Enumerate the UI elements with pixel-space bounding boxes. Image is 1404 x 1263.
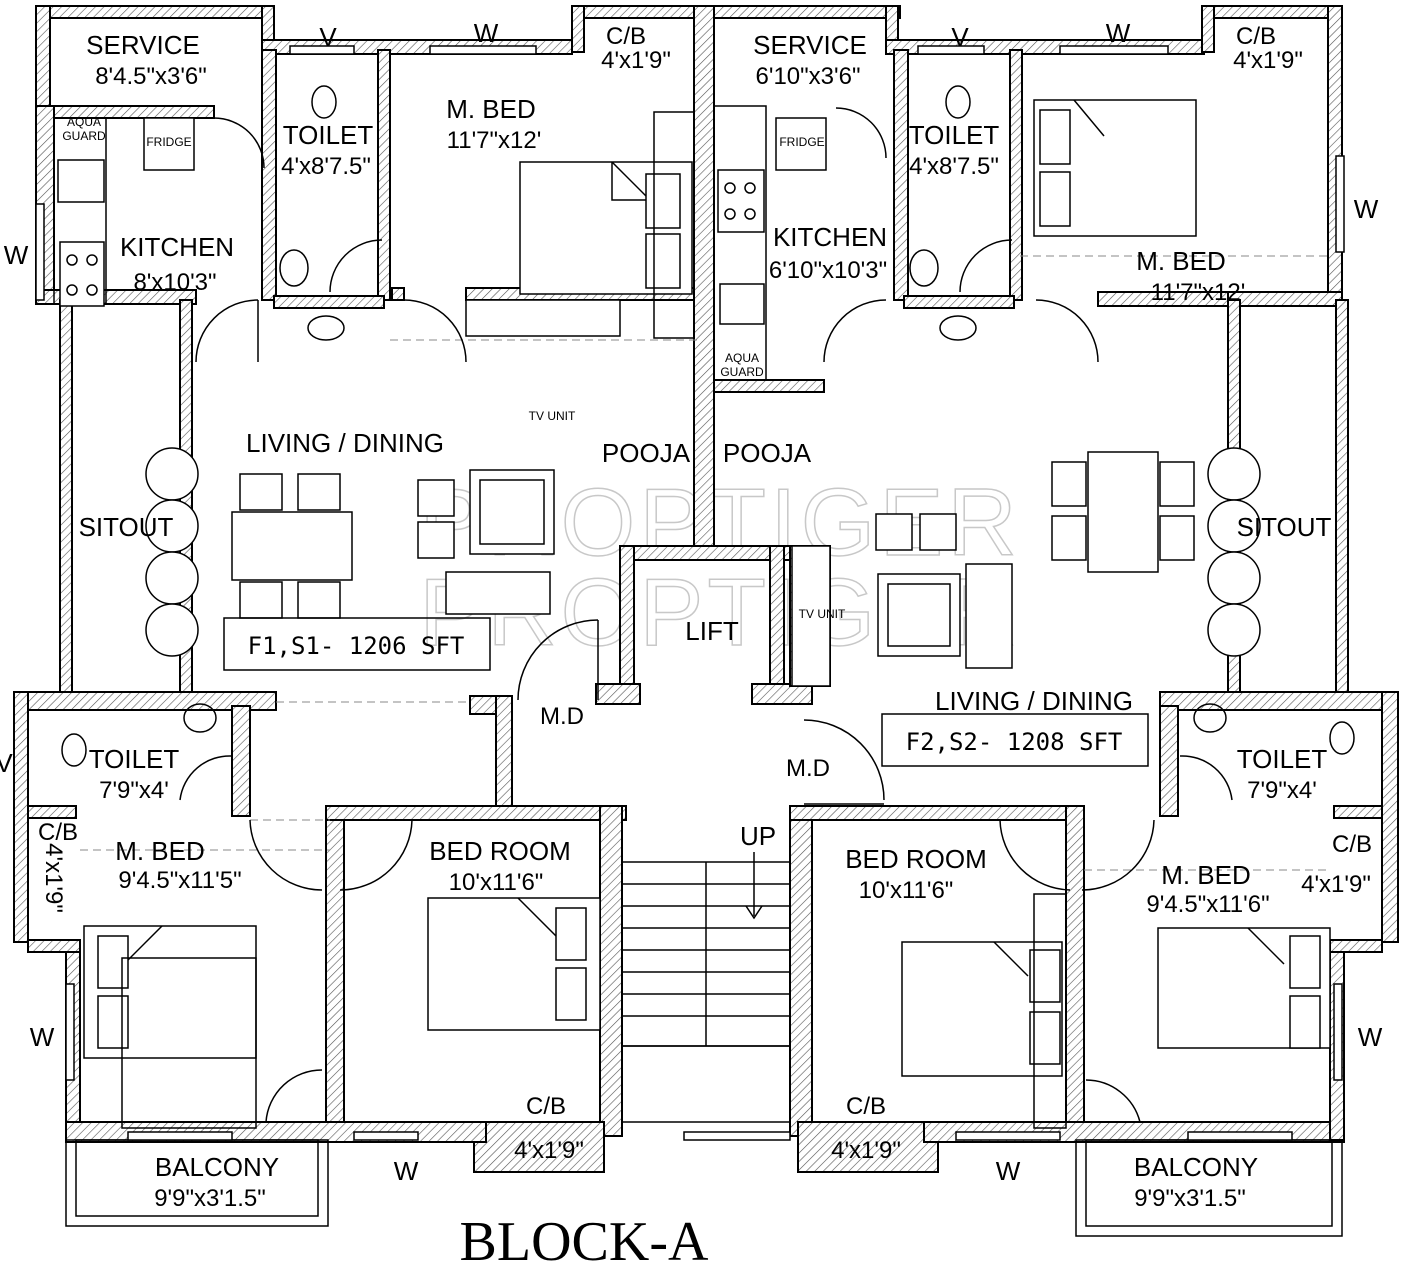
- main-door-label: M.D: [786, 755, 830, 782]
- furniture-living: [231, 299, 1195, 687]
- block-title: BLOCK-A: [460, 1211, 709, 1263]
- cb-bottom-dim: 4'x1'9": [514, 1137, 584, 1164]
- service-dim: 8'4.5"x3'6": [95, 63, 207, 90]
- service-label: SERVICE: [753, 30, 867, 60]
- cb-top-label: C/B: [606, 23, 646, 50]
- service-label: SERVICE: [86, 30, 200, 60]
- window-marker: W: [474, 18, 499, 48]
- staircase: [621, 852, 791, 1123]
- living-label: LIVING / DINING: [246, 428, 444, 458]
- living-label: LIVING / DINING: [935, 686, 1133, 716]
- toilet-top-dim: 4'x8'7.5": [909, 153, 999, 180]
- cb-side-label: C/B: [38, 819, 78, 846]
- bedroom-dim: 10'x11'6": [859, 877, 954, 904]
- master-bed-top-label: M. BED: [1136, 246, 1226, 276]
- toilet-bottom-dim: 7'9"x4': [99, 777, 169, 804]
- aqua-guard-label-1: AQUA: [67, 115, 101, 129]
- toilet-fixtures: [61, 85, 1355, 767]
- sitout-label: SITOUT: [79, 512, 174, 542]
- cb-bottom-dim: 4'x1'9": [831, 1137, 901, 1164]
- cb-side-dim: 4'x1'9": [40, 843, 67, 913]
- window-marker: W: [4, 240, 29, 270]
- toilet-top-dim: 4'x8'7.5": [281, 153, 371, 180]
- ventilator-marker: V: [319, 22, 337, 52]
- lift-label: LIFT: [685, 616, 739, 646]
- stairs-up-label: UP: [740, 821, 776, 851]
- bedroom-label: BED ROOM: [845, 844, 987, 874]
- window-marker: W: [996, 1156, 1021, 1186]
- area-box-left: [223, 617, 491, 671]
- pooja-label: POOJA: [723, 438, 812, 468]
- cb-top-dim: 4'x1'9": [1233, 47, 1303, 74]
- kitchen-dim: 6'10"x10'3": [769, 257, 887, 284]
- master-bed-bottom-dim: 9'4.5"x11'6": [1146, 891, 1269, 918]
- cb-bottom-label: C/B: [846, 1093, 886, 1120]
- labels-left-flat: SERVICE 8'4.5"x3'6" AQUA GUARD FRIDGE KI…: [38, 23, 691, 1212]
- kitchen-label: KITCHEN: [120, 232, 234, 262]
- aqua-guard-label-2: GUARD: [62, 129, 106, 143]
- ventilator-marker: V: [951, 22, 969, 52]
- area-label: F2,S2- 1208 SFT: [906, 728, 1123, 756]
- master-bed-top-label: M. BED: [446, 94, 536, 124]
- fridge-label: FRIDGE: [146, 135, 191, 149]
- aqua-guard-label-2: GUARD: [720, 365, 764, 379]
- window-strips: [35, 45, 1345, 1141]
- toilet-top-label: TOILET: [909, 120, 1000, 150]
- bedroom-label: BED ROOM: [429, 836, 571, 866]
- cb-side-dim: 4'x1'9": [1301, 871, 1371, 898]
- window-marker: W: [1354, 194, 1379, 224]
- furniture-beds: [83, 99, 1331, 1129]
- cb-side-label: C/B: [1332, 831, 1372, 858]
- kitchen-fixtures: [53, 105, 827, 381]
- toilet-top-label: TOILET: [283, 120, 374, 150]
- balcony-label: BALCONY: [1134, 1152, 1258, 1182]
- kitchen-dim: 8'x10'3": [133, 269, 216, 296]
- labels-right-flat: SERVICE 6'10"x3'6" AQUA GUARD FRIDGE KIT…: [720, 23, 1372, 1212]
- sitout-label: SITOUT: [1237, 512, 1332, 542]
- window-marker: W: [1106, 18, 1131, 48]
- bedroom-dim: 10'x11'6": [449, 869, 544, 896]
- sitout-planters: [145, 447, 1261, 657]
- area-box-right: [881, 713, 1149, 767]
- fridge-label: FRIDGE: [779, 135, 824, 149]
- cb-bottom-label: C/B: [526, 1093, 566, 1120]
- tv-unit-label: TV UNIT: [799, 607, 846, 621]
- window-marker: W: [30, 1022, 55, 1052]
- service-dim: 6'10"x3'6": [756, 63, 861, 90]
- window-marker: W: [394, 1156, 419, 1186]
- ventilator-marker: V: [0, 748, 13, 778]
- master-bed-top-dim: 11'7"x12': [447, 127, 542, 154]
- tv-unit-label: TV UNIT: [529, 409, 576, 423]
- balcony-dim: 9'9"x3'1.5": [154, 1185, 266, 1212]
- main-door-label: M.D: [540, 703, 584, 730]
- balcony-label: BALCONY: [155, 1152, 279, 1182]
- area-label: F1,S1- 1206 SFT: [248, 632, 465, 660]
- master-bed-bottom-dim: 9'4.5"x11'5": [118, 867, 241, 894]
- balcony-dim: 9'9"x3'1.5": [1134, 1185, 1246, 1212]
- toilet-bottom-dim: 7'9"x4': [1247, 777, 1317, 804]
- dashed-guides: [80, 255, 1330, 871]
- window-marker: W: [1358, 1022, 1383, 1052]
- cb-top-dim: 4'x1'9": [601, 47, 671, 74]
- kitchen-label: KITCHEN: [773, 222, 887, 252]
- master-bed-top-dim: 11'7"x12': [1151, 279, 1246, 306]
- master-bed-bottom-label: M. BED: [1161, 860, 1251, 890]
- pooja-label: POOJA: [602, 438, 691, 468]
- toilet-bottom-label: TOILET: [89, 744, 180, 774]
- door-swings: [179, 107, 1233, 1123]
- aqua-guard-label-1: AQUA: [725, 351, 759, 365]
- window-markers: V W V W W W V W W W W: [0, 18, 1383, 1186]
- toilet-bottom-label: TOILET: [1237, 744, 1328, 774]
- cb-top-label: C/B: [1236, 23, 1276, 50]
- master-bed-bottom-label: M. BED: [115, 836, 205, 866]
